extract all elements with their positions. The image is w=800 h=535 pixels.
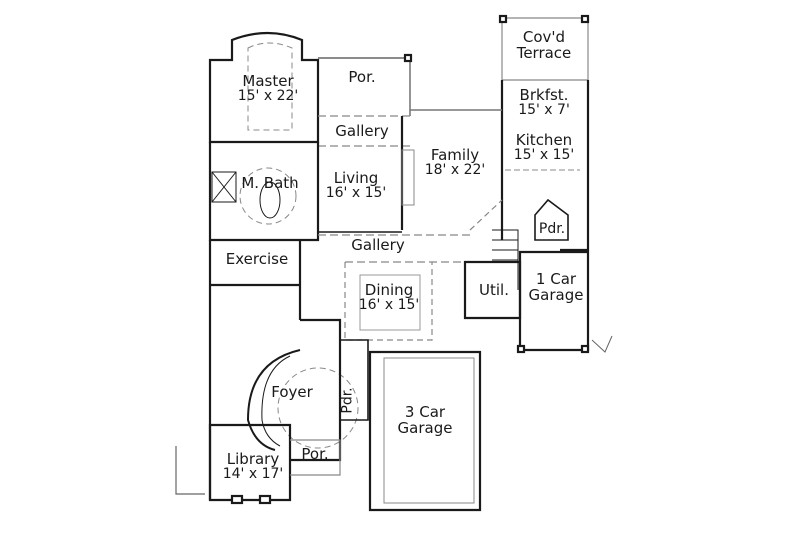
room-dims: 15' x 22' <box>237 88 299 104</box>
wall-three-car-garage <box>368 350 482 512</box>
wall-front-porch <box>290 439 341 476</box>
room-dims: 15' x 15' <box>513 147 575 163</box>
room-pdr-lower: Pdr. <box>339 387 356 414</box>
room-name: Kitchen <box>515 131 573 149</box>
room-three-car-garage: 3 Car Garage <box>397 403 453 437</box>
room-name-line2: Terrace <box>516 44 572 62</box>
room-dims: 18' x 22' <box>424 162 486 178</box>
room-name-line2: Garage <box>397 419 453 437</box>
room-one-car-garage: 1 Car Garage <box>528 270 584 304</box>
room-dims: 16' x 15' <box>325 185 387 201</box>
room-dining: Dining 16' x 15' <box>358 281 420 313</box>
room-m-bath: M. Bath <box>241 176 298 191</box>
stair-rear <box>492 229 519 290</box>
wall-library <box>208 423 292 502</box>
room-name: Foyer <box>271 383 313 401</box>
room-dims: 15' x 7' <box>518 102 570 118</box>
room-master: Master 15' x 22' <box>237 72 299 104</box>
wall-rear-porch <box>318 57 411 116</box>
wall-living <box>317 146 402 233</box>
room-name: Gallery <box>351 236 405 254</box>
wall-gallery-upper <box>318 115 410 147</box>
room-name: Pdr. <box>339 387 356 414</box>
room-pdr-upper: Pdr. <box>539 222 565 237</box>
stair-spiral <box>246 349 301 451</box>
room-name: Dining <box>364 281 414 299</box>
room-name-line1: 3 Car <box>404 403 446 421</box>
room-name: Brkfst. <box>519 86 569 104</box>
room-family: Family 18' x 22' <box>424 146 486 178</box>
wall-gallery-main <box>318 234 470 263</box>
room-covd-terrace: Cov'd Terrace <box>516 28 572 62</box>
room-util: Util. <box>479 283 509 298</box>
room-name: Exercise <box>225 250 289 268</box>
room-name-line2: Garage <box>528 286 584 304</box>
room-porch-rear: Por. <box>348 70 375 85</box>
room-name-line1: 1 Car <box>535 270 577 288</box>
room-brkfst: Brkfst. 15' x 7' <box>518 86 570 118</box>
room-name: Util. <box>479 281 509 299</box>
wall-master <box>208 31 320 144</box>
room-name: Master <box>242 72 294 90</box>
room-name: Pdr. <box>538 221 566 237</box>
room-name: Gallery <box>335 122 389 140</box>
room-exercise: Exercise <box>226 252 288 267</box>
wall-kitchen <box>500 80 590 252</box>
room-dims: 14' x 17' <box>222 466 284 482</box>
room-name-line1: Cov'd <box>522 28 566 46</box>
room-name: Por. <box>348 68 376 86</box>
wall-pdr-upper <box>534 198 569 241</box>
room-name: M. Bath <box>241 174 299 192</box>
wall-dining <box>344 262 433 341</box>
room-name: Living <box>333 169 379 187</box>
room-porch-front: Por. <box>301 447 328 462</box>
room-foyer: Foyer <box>271 385 313 400</box>
room-dims: 16' x 15' <box>358 297 420 313</box>
room-living: Living 16' x 15' <box>325 169 387 201</box>
room-kitchen: Kitchen 15' x 15' <box>513 131 575 163</box>
room-gallery-main: Gallery <box>351 238 404 253</box>
room-name: Library <box>226 450 280 468</box>
wall-pdr-lower <box>340 339 369 421</box>
room-name: Family <box>430 146 480 164</box>
room-gallery-upper: Gallery <box>335 124 388 139</box>
room-name: Por. <box>301 445 329 463</box>
room-library: Library 14' x 17' <box>222 450 284 482</box>
